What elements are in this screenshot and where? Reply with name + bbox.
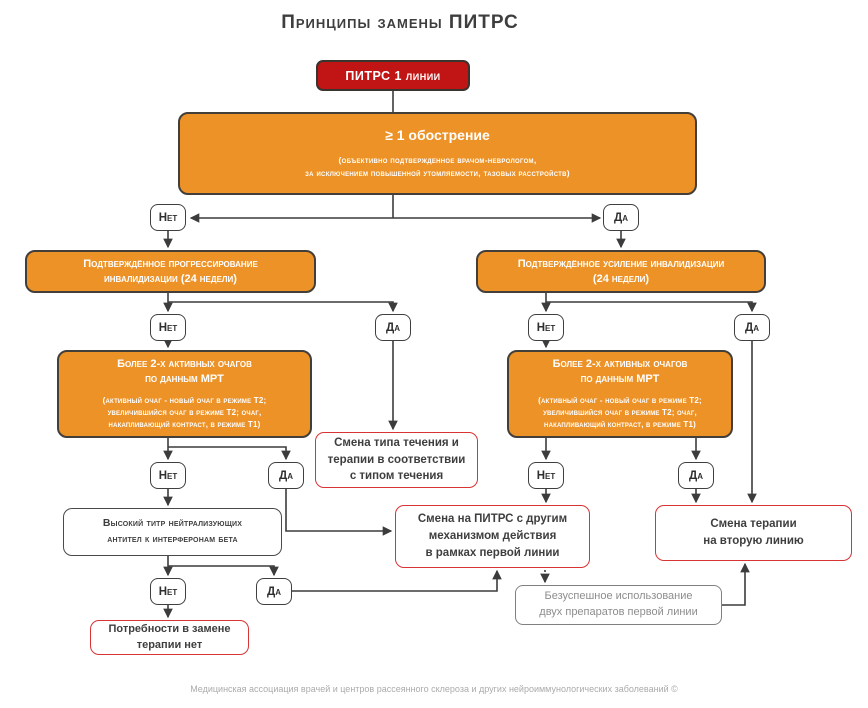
node-confirmed-disability-increase: Подтверждённое усиление инвалидизации (2… — [476, 250, 766, 293]
node-switch-to-second-line: Смена терапии на вторую линию — [655, 505, 852, 561]
connector — [292, 569, 502, 592]
connector — [168, 565, 279, 577]
chip-label: Нет — [158, 585, 178, 598]
node-title: Более 2-х активных очагов по данным МРТ — [552, 357, 688, 385]
decision-yes-4: Да — [268, 462, 304, 489]
footer-credit: Медицинская ассоциация врачей и центров … — [190, 684, 678, 694]
node-mri-lesions-right: Более 2-х активных очагов по данным МРТ … — [507, 350, 733, 438]
decision-yes-1: Да — [603, 204, 639, 231]
connector — [722, 562, 750, 606]
chip-label: Нет — [536, 469, 556, 482]
decision-no-6: Нет — [150, 578, 186, 605]
decision-yes-2: Да — [375, 314, 411, 341]
chip-label: Да — [267, 585, 281, 598]
node-label: Подтверждённое усиление инвалидизации (2… — [517, 257, 725, 285]
decision-yes-5: Да — [678, 462, 714, 489]
chip-label: Нет — [536, 321, 556, 334]
connector — [168, 446, 291, 461]
node-subtitle: (объективно подтвержденное врачом-неврол… — [305, 155, 570, 178]
chip-label: Да — [386, 321, 400, 334]
page-title: Принципы замены ПИТРС — [281, 12, 519, 33]
decision-no-1: Нет — [150, 204, 186, 231]
decision-yes-6: Да — [256, 578, 292, 605]
chip-label: Нет — [158, 469, 178, 482]
node-title: ≥ 1 обострение — [385, 127, 490, 144]
chip-label: Да — [745, 321, 759, 334]
node-label: ПИТРС 1 линии — [345, 68, 441, 83]
node-label: Смена типа течения и терапии в соответст… — [327, 436, 466, 483]
node-label: Безуспешное использование двух препарато… — [539, 590, 698, 618]
node-subtitle: (активный очаг - новый очаг в режиме Т2;… — [102, 396, 267, 430]
node-label: Потребности в замене терапии нет — [108, 622, 231, 651]
chip-label: Нет — [158, 211, 178, 224]
chip-label: Да — [279, 469, 293, 482]
node-confirmed-progression: Подтверждённое прогрессирование инвалиди… — [25, 250, 316, 293]
chip-label: Нет — [158, 321, 178, 334]
node-no-replacement-needed: Потребности в замене терапии нет — [90, 620, 249, 655]
node-label: Смена на ПИТРС с другим механизмом дейст… — [417, 513, 568, 559]
node-subtitle: (активный очаг - новый очаг в режиме Т2;… — [538, 396, 702, 430]
decision-no-4: Нет — [150, 462, 186, 489]
decision-no-2: Нет — [150, 314, 186, 341]
node-neutralizing-antibodies-titer: Высокий титр нейтрализующих антител к ин… — [63, 508, 282, 556]
node-course-type-change: Смена типа течения и терапии в соответст… — [315, 432, 478, 488]
node-exacerbation: ≥ 1 обострение (объективно подтвержденно… — [178, 112, 697, 195]
node-label: Высокий титр нейтрализующих антител к ин… — [102, 517, 243, 545]
decision-no-5: Нет — [528, 462, 564, 489]
node-label: Подтверждённое прогрессирование инвалиди… — [83, 257, 258, 285]
node-two-drugs-unsuccessful: Безуспешное использование двух препарато… — [515, 585, 722, 625]
node-dmt-first-line: ПИТРС 1 линии — [316, 60, 470, 91]
chip-label: Да — [614, 211, 628, 224]
node-mri-lesions-left: Более 2-х активных очагов по данным МРТ … — [57, 350, 312, 438]
decision-yes-3: Да — [734, 314, 770, 341]
node-label: Смена терапии на вторую линию — [703, 518, 804, 547]
connector — [285, 489, 393, 536]
node-title: Более 2-х активных очагов по данным МРТ — [117, 357, 252, 385]
connector — [546, 301, 757, 313]
chip-label: Да — [689, 469, 703, 482]
node-switch-within-first-line: Смена на ПИТРС с другим механизмом дейст… — [395, 505, 590, 568]
decision-no-3: Нет — [528, 314, 564, 341]
connector — [168, 301, 398, 313]
